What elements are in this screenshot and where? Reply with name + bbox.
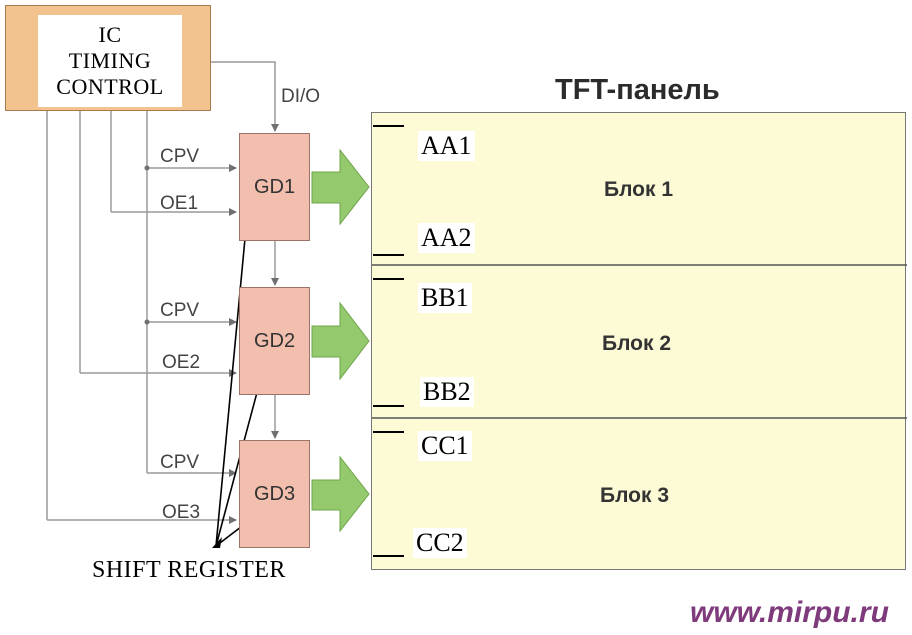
oe-label: OE1 <box>160 193 199 214</box>
row-line-label: CC2 <box>413 528 467 558</box>
ic-label: IC TIMING CONTROL <box>38 15 182 107</box>
ic-label-line: TIMING <box>68 48 152 73</box>
ic-timing-control-box: IC TIMING CONTROL <box>5 5 211 111</box>
oe-label: OE3 <box>162 502 201 523</box>
panel-title: TFT-панель <box>555 74 720 106</box>
tft-panel <box>371 112 907 570</box>
row-line-label: CC1 <box>418 431 472 461</box>
cpv-label: CPV <box>160 452 200 473</box>
block-label: Блок 3 <box>600 484 670 507</box>
ic-label-line: CONTROL <box>56 74 164 99</box>
cpv-label: CPV <box>160 146 200 167</box>
website-watermark[interactable]: www.mirpu.ru <box>690 596 889 629</box>
output-arrow-gd1 <box>311 148 370 226</box>
cpv1-junction <box>144 165 150 171</box>
gate-driver: GD2 <box>239 287 310 395</box>
block-label: Блок 2 <box>602 332 672 355</box>
shift-pointer-gd1 <box>215 227 247 547</box>
row-line-label: AA2 <box>418 223 475 253</box>
output-arrow-gd2 <box>311 301 370 381</box>
row-line-label: AA1 <box>418 131 475 161</box>
block-label: Блок 1 <box>604 178 674 201</box>
ic-label-line: IC <box>98 22 122 47</box>
cpv-label: CPV <box>160 300 200 321</box>
gate-driver: GD1 <box>239 133 310 241</box>
dio-wire <box>211 61 279 132</box>
row-line-label: BB2 <box>420 377 474 407</box>
dio-label: DI/O <box>281 86 321 107</box>
shift-register-label: SHIFT REGISTER <box>92 557 286 583</box>
row-line-label: BB1 <box>418 283 472 313</box>
panel-lines <box>372 125 907 557</box>
oe-label: OE2 <box>162 352 201 373</box>
shift-pointer-arrowhead <box>212 537 222 548</box>
output-arrow-gd3 <box>311 455 370 533</box>
gate-driver: GD3 <box>239 440 310 548</box>
cpv2-junction <box>144 319 150 325</box>
